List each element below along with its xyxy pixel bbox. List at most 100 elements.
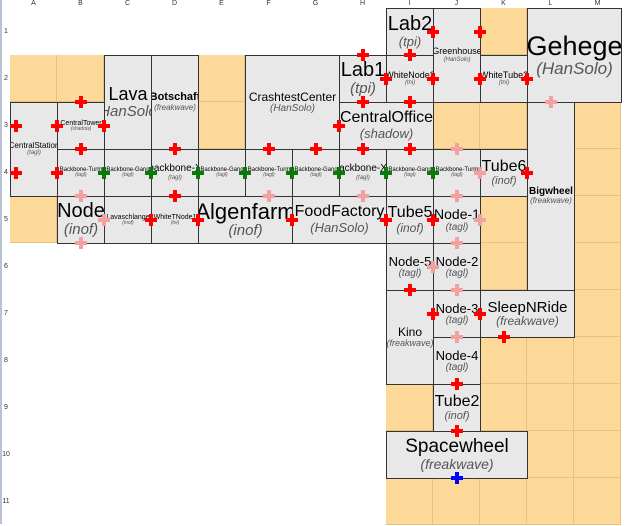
door-plus-icon[interactable]	[239, 166, 251, 179]
door-plus-icon[interactable]	[51, 119, 63, 132]
door-plus-icon[interactable]	[380, 213, 392, 226]
door-plus-icon[interactable]	[309, 143, 322, 155]
door-plus-icon[interactable]	[474, 213, 486, 226]
room-lava[interactable]: Lava(HanSolo)	[104, 55, 152, 150]
room-greenhouse[interactable]: Greenhouse(HanSolo)	[433, 8, 481, 103]
row-header[interactable]: 6	[4, 263, 8, 270]
door-plus-icon[interactable]	[168, 190, 181, 202]
door-plus-icon[interactable]	[450, 190, 463, 202]
column-header[interactable]: C	[124, 0, 131, 7]
room-node-4[interactable]: Node-4(tagl)	[433, 337, 481, 385]
column-header[interactable]: A	[31, 0, 36, 7]
door-plus-icon[interactable]	[380, 72, 392, 85]
door-plus-icon[interactable]	[10, 166, 22, 179]
door-plus-icon[interactable]	[10, 119, 22, 132]
column-header[interactable]: J	[454, 0, 459, 7]
row-header[interactable]: 1	[4, 28, 8, 35]
room-whitetube2[interactable]: WhiteTube2(tni)	[480, 55, 528, 103]
door-plus-icon[interactable]	[450, 237, 463, 249]
door-plus-icon[interactable]	[403, 143, 416, 155]
room-backbone-x2[interactable]: backbone-X2(tagl)	[339, 149, 387, 197]
row-header[interactable]: 2	[4, 75, 8, 82]
row-header[interactable]: 8	[4, 357, 8, 364]
door-plus-icon[interactable]	[450, 378, 463, 390]
door-plus-icon[interactable]	[544, 96, 557, 108]
row-header[interactable]: 4	[4, 169, 8, 176]
door-plus-icon[interactable]	[356, 143, 369, 155]
room-tube5[interactable]: Tube5(inof)	[386, 196, 434, 244]
door-plus-icon[interactable]	[427, 307, 439, 320]
room-kino[interactable]: Kino(freakwave)	[386, 290, 434, 385]
door-plus-icon[interactable]	[427, 260, 439, 273]
column-header[interactable]: D	[171, 0, 178, 7]
room-crashtestcenter[interactable]: CrashtestCenter(HanSolo)	[245, 55, 340, 150]
row-header[interactable]: 7	[4, 310, 8, 317]
door-plus-icon[interactable]	[403, 284, 416, 296]
door-plus-icon[interactable]	[403, 96, 416, 108]
row-header[interactable]: 5	[4, 216, 8, 223]
room-spacewheel[interactable]: Spacewheel(freakwave)	[386, 431, 528, 479]
door-plus-icon[interactable]	[450, 472, 463, 484]
door-plus-icon[interactable]	[286, 166, 298, 179]
row-header[interactable]: 9	[4, 404, 8, 411]
door-plus-icon[interactable]	[192, 213, 204, 226]
room-backbone-turm[interactable]: Backbone-Turm(tagl)	[433, 149, 481, 197]
door-plus-icon[interactable]	[427, 166, 439, 179]
door-plus-icon[interactable]	[450, 425, 463, 437]
column-header[interactable]: I	[408, 0, 411, 7]
door-plus-icon[interactable]	[497, 331, 510, 343]
room-centraloffice[interactable]: CentralOffice(shadow)	[339, 102, 434, 150]
room-centralstation[interactable]: CentralStation(tagl)	[10, 102, 58, 197]
column-header[interactable]: M	[594, 0, 601, 7]
room-node[interactable]: Node(inof)	[57, 196, 105, 244]
door-plus-icon[interactable]	[192, 166, 204, 179]
door-plus-icon[interactable]	[521, 166, 533, 179]
door-plus-icon[interactable]	[474, 25, 486, 38]
door-plus-icon[interactable]	[168, 143, 181, 155]
room-algenfarm[interactable]: Algenfarm(inof)	[198, 196, 293, 244]
door-plus-icon[interactable]	[145, 213, 157, 226]
row-header[interactable]: 3	[4, 122, 8, 129]
door-plus-icon[interactable]	[262, 143, 275, 155]
door-plus-icon[interactable]	[450, 284, 463, 296]
room-lab2[interactable]: Lab2(tpi)	[386, 8, 434, 56]
door-plus-icon[interactable]	[98, 213, 110, 226]
door-plus-icon[interactable]	[333, 119, 345, 132]
room-gehege[interactable]: Gehege(HanSolo)	[527, 8, 622, 103]
room-tube2[interactable]: Tube2(inof)	[433, 384, 481, 432]
door-plus-icon[interactable]	[356, 49, 369, 61]
door-plus-icon[interactable]	[356, 96, 369, 108]
room-botschaft[interactable]: Botschaft(freakwave)	[151, 55, 199, 150]
column-header[interactable]: L	[548, 0, 553, 7]
door-plus-icon[interactable]	[145, 166, 157, 179]
room-sleepnride[interactable]: SleepNRide(freakwave)	[480, 290, 575, 338]
row-header[interactable]: 10	[2, 451, 10, 458]
room-whitenode2[interactable]: WhiteNode2(tni)	[386, 55, 434, 103]
door-plus-icon[interactable]	[98, 119, 110, 132]
room-foodfactory[interactable]: FoodFactory(HanSolo)	[292, 196, 387, 244]
column-header[interactable]: F	[266, 0, 271, 7]
door-plus-icon[interactable]	[286, 213, 298, 226]
door-plus-icon[interactable]	[450, 331, 463, 343]
door-plus-icon[interactable]	[74, 143, 87, 155]
door-plus-icon[interactable]	[356, 190, 369, 202]
door-plus-icon[interactable]	[474, 307, 486, 320]
door-plus-icon[interactable]	[403, 49, 416, 61]
door-plus-icon[interactable]	[427, 213, 439, 226]
column-header[interactable]: G	[312, 0, 319, 7]
column-header[interactable]: E	[219, 0, 224, 7]
row-header[interactable]: 11	[2, 498, 10, 505]
door-plus-icon[interactable]	[474, 72, 486, 85]
door-plus-icon[interactable]	[74, 96, 87, 108]
door-plus-icon[interactable]	[380, 166, 392, 179]
door-plus-icon[interactable]	[427, 25, 439, 38]
room-backbone-turm[interactable]: Backbone-Turm(tagl)	[245, 149, 293, 197]
door-plus-icon[interactable]	[74, 237, 87, 249]
door-plus-icon[interactable]	[521, 72, 533, 85]
room-lavaschlange[interactable]: Lavaschlange(inof)	[104, 196, 152, 244]
column-header[interactable]: H	[359, 0, 366, 7]
door-plus-icon[interactable]	[262, 190, 275, 202]
door-plus-icon[interactable]	[98, 166, 110, 179]
room-node-5[interactable]: Node-5(tagl)	[386, 243, 434, 291]
room-lab1[interactable]: Lab1(tpi)	[339, 55, 387, 103]
